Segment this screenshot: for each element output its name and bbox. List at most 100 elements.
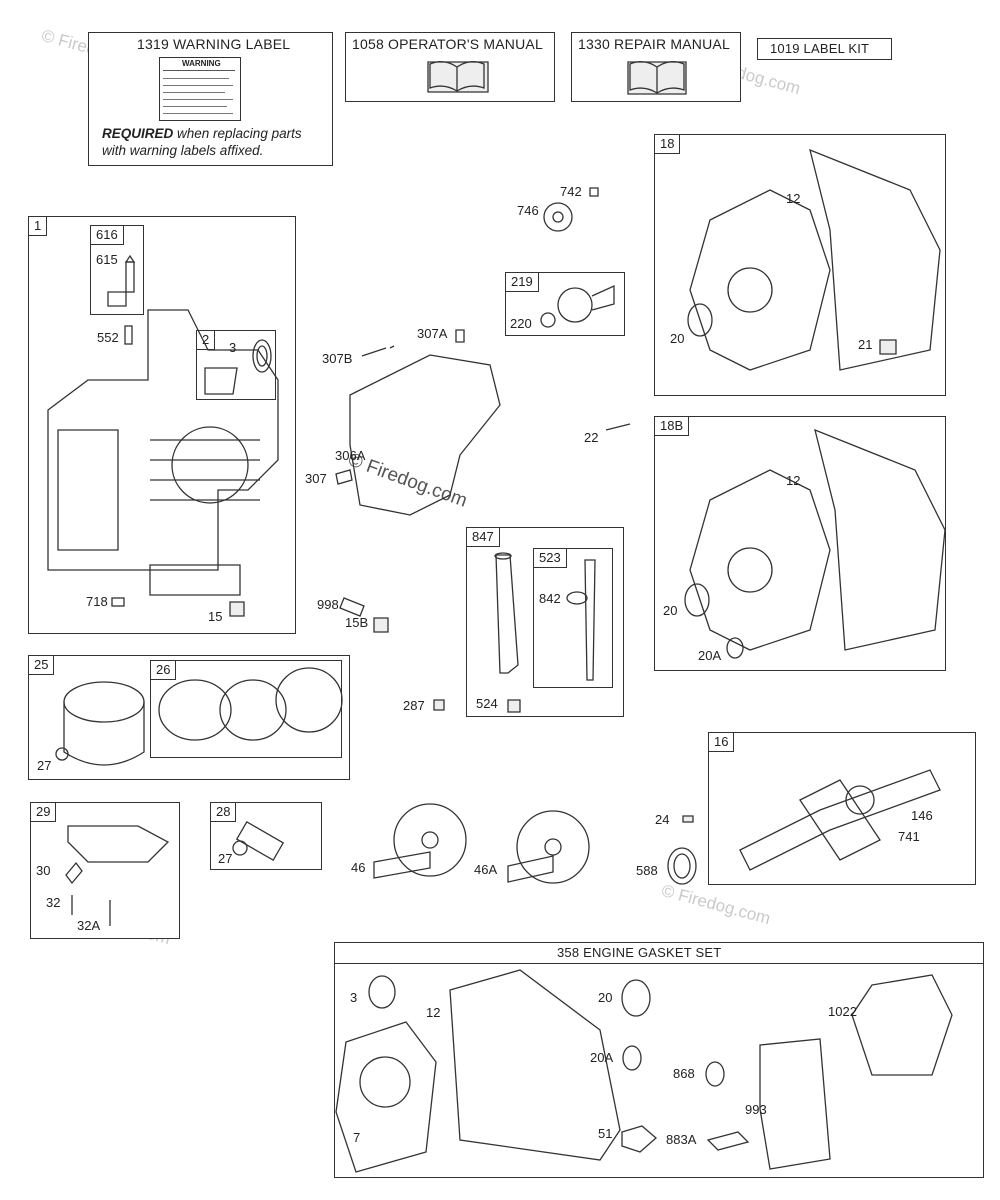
- label-7: 7: [353, 1130, 361, 1145]
- oring-842-icon: [566, 591, 588, 605]
- dowel-718-icon: [111, 597, 125, 607]
- label-46: 46: [351, 860, 366, 875]
- label-868: 868: [673, 1066, 695, 1081]
- label-12: 12: [426, 1005, 441, 1020]
- required-rest-1: when replacing parts: [173, 126, 302, 141]
- crankcase-icon: [47, 309, 279, 596]
- box-tag: 523: [534, 549, 567, 568]
- gasket-12b-icon: [814, 428, 946, 651]
- label-32: 32: [46, 895, 61, 910]
- box-tag: 616: [91, 226, 124, 245]
- label-27: 27: [37, 758, 52, 773]
- ring-icon: [275, 667, 343, 733]
- box-26: 26: [150, 660, 342, 758]
- label-746: 746: [517, 203, 539, 218]
- label-742: 742: [560, 184, 582, 199]
- book-icon: [427, 60, 489, 93]
- camshaft-46-icon: [373, 803, 467, 879]
- dowel-552-icon: [124, 325, 133, 345]
- label-552: 552: [97, 330, 119, 345]
- gasket-993-icon: [759, 1038, 831, 1170]
- connecting-rod-icon: [67, 825, 170, 863]
- crankcase-cover-18-icon: [689, 189, 831, 371]
- warning-decal: WARNING: [159, 57, 241, 121]
- label-3: 3: [229, 340, 237, 355]
- label-588: 588: [636, 863, 658, 878]
- box-616: 616: [90, 225, 144, 315]
- warning-decal-title: WARNING: [182, 59, 221, 68]
- seal-20b-icon: [684, 583, 710, 617]
- label-3: 3: [350, 990, 358, 1005]
- label-kit-box: 1019 LABEL KIT: [757, 38, 892, 60]
- cover-306a-icon: [349, 354, 501, 516]
- gasket-51-icon: [621, 1125, 657, 1153]
- screw-22-icon: [605, 423, 631, 431]
- gasket-set-title: 358 ENGINE GASKET SET: [557, 945, 722, 960]
- label-30: 30: [36, 863, 51, 878]
- dipstick-tube-icon: [495, 554, 519, 674]
- box-18: 18: [654, 134, 946, 396]
- seal-icon: [622, 1045, 642, 1071]
- clip-27b-icon: [232, 840, 248, 856]
- box-523: 523: [533, 548, 613, 688]
- clip-27a-icon: [55, 747, 69, 761]
- seal-20ab-icon: [726, 637, 744, 659]
- gasket-set-box: 358 ENGINE GASKET SET: [334, 942, 984, 1178]
- gasket-12-icon: [809, 148, 941, 371]
- operators-manual-title: 1058 OPERATOR'S MANUAL: [352, 36, 543, 52]
- plug-15-icon: [229, 601, 245, 617]
- label-524: 524: [476, 696, 498, 711]
- warning-label-title: 1319 WARNING LABEL: [137, 36, 291, 52]
- gear-219-icon: [557, 287, 593, 323]
- ring-icon: [219, 679, 287, 741]
- box-1: 1: [28, 216, 296, 634]
- ring-icon: [158, 679, 232, 741]
- label-307: 307: [305, 471, 327, 486]
- crankcase-cover-18b-icon: [689, 469, 831, 651]
- plug-524-icon: [507, 699, 521, 713]
- box-tag: 219: [506, 273, 539, 292]
- pin-icon: [107, 254, 136, 307]
- required-note: REQUIRED when replacing parts with warni…: [102, 125, 302, 159]
- label-27: 27: [218, 851, 233, 866]
- seal-icon: [368, 975, 396, 1009]
- screw-307a-icon: [455, 329, 465, 343]
- warning-label-box: 1319 WARNING LABEL WARNING REQUIRED when…: [88, 32, 333, 166]
- label-22: 22: [584, 430, 599, 445]
- box-tag: 18B: [655, 417, 690, 436]
- label-718: 718: [86, 594, 108, 609]
- gasket-1022-icon: [851, 974, 953, 1076]
- label-20: 20: [670, 331, 685, 346]
- gasket-883a-icon: [706, 1131, 750, 1151]
- label-307a: 307A: [417, 326, 448, 341]
- screw-307-icon: [335, 469, 353, 485]
- label-24: 24: [655, 812, 670, 827]
- label-883a: 883A: [666, 1132, 697, 1147]
- label-1022: 1022: [828, 1004, 857, 1019]
- key-24-icon: [682, 815, 694, 823]
- label-741: 741: [898, 829, 920, 844]
- dipstick-icon: [584, 559, 596, 681]
- box-tag: 29: [31, 803, 57, 822]
- box-tag: 16: [709, 733, 735, 752]
- plug-21-icon: [879, 339, 897, 355]
- label-842: 842: [539, 591, 561, 606]
- sleeve-icon: [204, 367, 238, 395]
- label-15b: 15B: [345, 615, 369, 630]
- seal-868-icon: [705, 1061, 725, 1087]
- label-21: 21: [858, 337, 873, 352]
- label-615: 615: [96, 252, 118, 267]
- label-15: 15: [208, 609, 223, 624]
- label-51: 51: [598, 1126, 613, 1141]
- label-20: 20: [598, 990, 613, 1005]
- box-tag: 25: [29, 656, 55, 675]
- label-20a: 20A: [698, 648, 722, 663]
- box-tag: 28: [211, 803, 237, 822]
- seal-icon: [621, 979, 651, 1017]
- plug-15b-icon: [373, 617, 389, 633]
- label-220: 220: [510, 316, 532, 331]
- box-tag: 847: [467, 528, 500, 547]
- screw-307b-icon: [361, 345, 395, 357]
- seal-icon: [252, 339, 272, 373]
